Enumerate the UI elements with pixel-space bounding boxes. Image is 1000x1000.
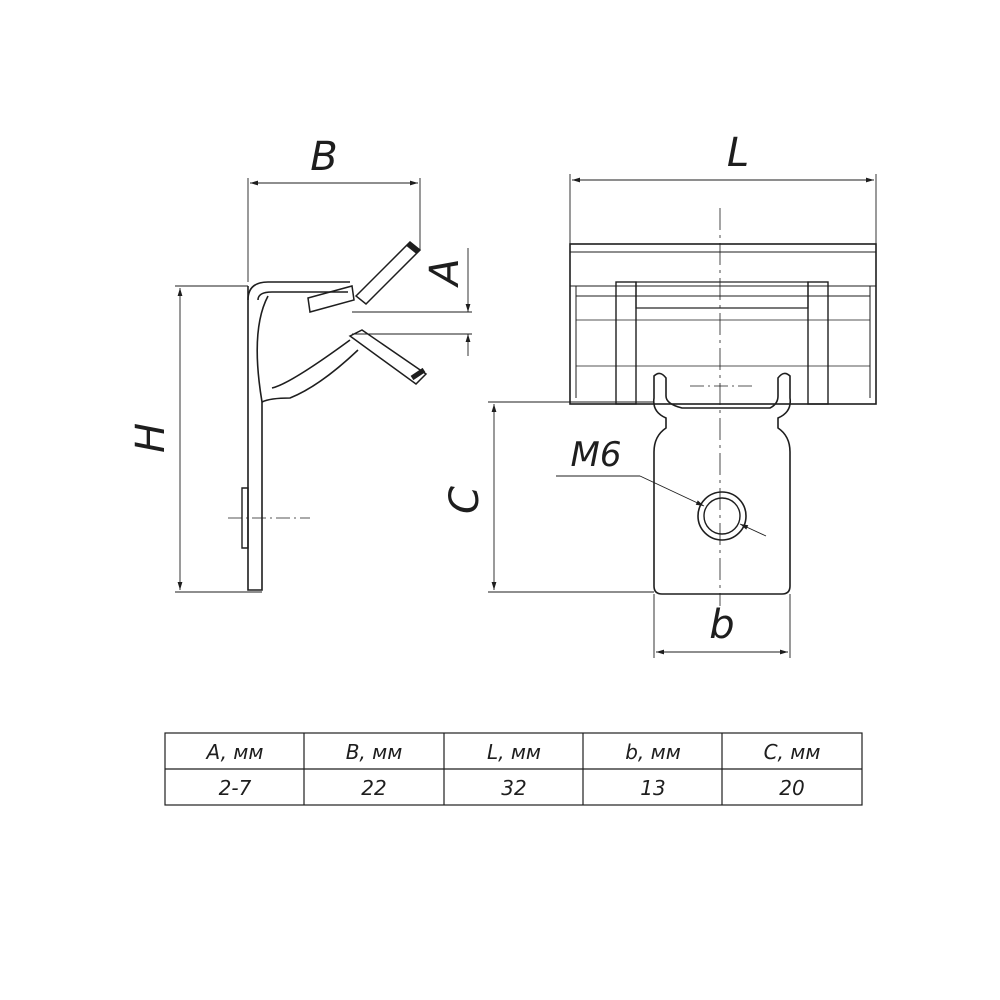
side-view-dimensions bbox=[175, 178, 472, 593]
table-cell-b: 13 bbox=[640, 776, 665, 800]
front-view-dimensions bbox=[488, 174, 877, 658]
table-cell-C: 20 bbox=[779, 776, 804, 800]
table-cell-A: 2-7 bbox=[219, 776, 252, 800]
label-thread-M6: M6 bbox=[571, 435, 622, 475]
table-header-A: A, мм bbox=[205, 740, 264, 764]
dimensions-table: A, мм B, мм L, мм b, мм C, мм 2-7 22 32 … bbox=[164, 732, 863, 806]
front-view bbox=[556, 208, 877, 606]
label-L: L bbox=[727, 130, 749, 176]
label-H: H bbox=[128, 423, 174, 453]
label-C: C bbox=[442, 486, 488, 514]
label-B: B bbox=[310, 134, 337, 180]
side-view bbox=[228, 240, 428, 591]
table-header-b: b, мм bbox=[625, 740, 681, 764]
label-b: b bbox=[709, 602, 734, 648]
table-header-B: B, мм bbox=[346, 740, 403, 764]
table-header-C: C, мм bbox=[764, 740, 821, 764]
table-cell-B: 22 bbox=[361, 776, 386, 800]
table-header-L: L, мм bbox=[487, 740, 541, 764]
table-cell-L: 32 bbox=[501, 776, 526, 800]
label-A: A bbox=[422, 258, 468, 288]
